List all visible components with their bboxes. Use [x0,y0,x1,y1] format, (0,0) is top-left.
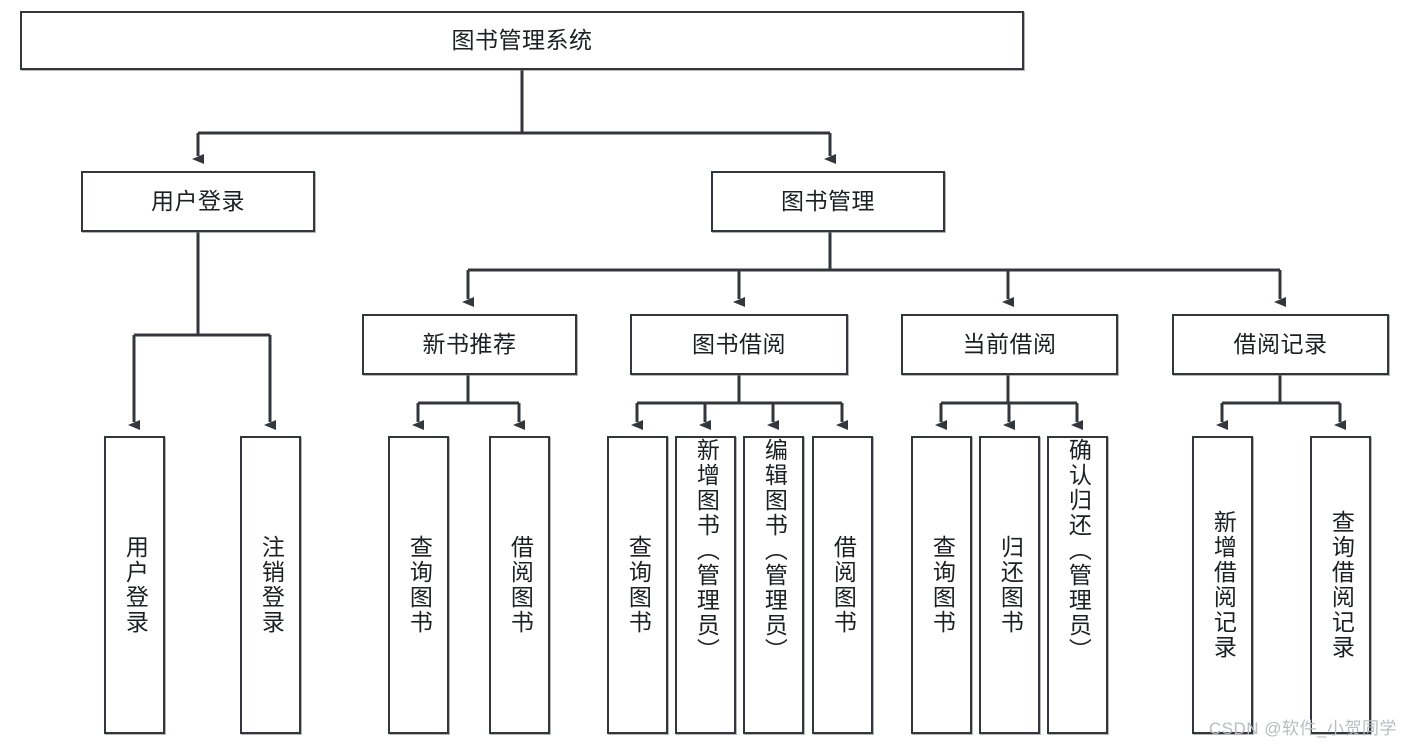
node-new-book-recommend[interactable]: 新书推荐 [362,314,577,375]
node-leaf-query-book-1[interactable]: 查询图书 [388,436,449,734]
node-leaf-borrow-book-2-label: 借阅图书 [830,535,857,635]
node-leaf-add-record-label: 新增借阅记录 [1210,510,1237,660]
node-leaf-confirm-return[interactable]: 确认归还（管理员） [1047,436,1108,734]
node-borrow-record[interactable]: 借阅记录 [1172,314,1389,375]
node-leaf-logout-login-label: 注销登录 [258,535,285,635]
node-leaf-query-book-2-label: 查询图书 [625,535,652,635]
node-current-borrow[interactable]: 当前借阅 [901,314,1118,375]
node-new-book-recommend-label: 新书推荐 [422,330,517,357]
node-leaf-edit-book-label: 编辑图书（管理员） [761,438,788,663]
node-root[interactable]: 图书管理系统 [20,11,1024,70]
node-book-borrow-label: 图书借阅 [692,330,786,357]
node-leaf-query-book-1-label: 查询图书 [406,535,433,635]
node-leaf-query-record-label: 查询借阅记录 [1328,510,1355,660]
node-leaf-borrow-book-2[interactable]: 借阅图书 [812,436,873,734]
node-leaf-query-book-3-label: 查询图书 [929,535,956,635]
node-borrow-record-label: 借阅记录 [1233,330,1328,357]
node-leaf-add-book[interactable]: 新增图书（管理员） [675,436,736,734]
node-root-label: 图书管理系统 [451,26,593,53]
node-leaf-add-book-label: 新增图书（管理员） [693,438,720,663]
node-leaf-query-record[interactable]: 查询借阅记录 [1310,436,1371,734]
node-leaf-return-book-label: 归还图书 [997,535,1024,635]
node-leaf-query-book-3[interactable]: 查询图书 [911,436,972,734]
node-leaf-user-login-label: 用户登录 [122,535,149,635]
node-leaf-confirm-return-label: 确认归还（管理员） [1065,438,1092,663]
node-user-login[interactable]: 用户登录 [81,171,315,232]
node-leaf-borrow-book-1[interactable]: 借阅图书 [489,436,550,734]
node-current-borrow-label: 当前借阅 [962,330,1057,357]
node-leaf-add-record[interactable]: 新增借阅记录 [1192,436,1253,734]
node-leaf-borrow-book-1-label: 借阅图书 [507,535,534,635]
node-leaf-query-book-2[interactable]: 查询图书 [607,436,668,734]
node-user-login-label: 用户登录 [151,187,245,214]
node-leaf-user-login[interactable]: 用户登录 [104,436,165,734]
node-book-manage[interactable]: 图书管理 [711,171,945,232]
node-book-manage-label: 图书管理 [781,187,875,214]
node-leaf-edit-book[interactable]: 编辑图书（管理员） [743,436,804,734]
node-book-borrow[interactable]: 图书借阅 [630,314,848,375]
node-leaf-logout-login[interactable]: 注销登录 [240,436,301,734]
node-leaf-return-book[interactable]: 归还图书 [979,436,1040,734]
